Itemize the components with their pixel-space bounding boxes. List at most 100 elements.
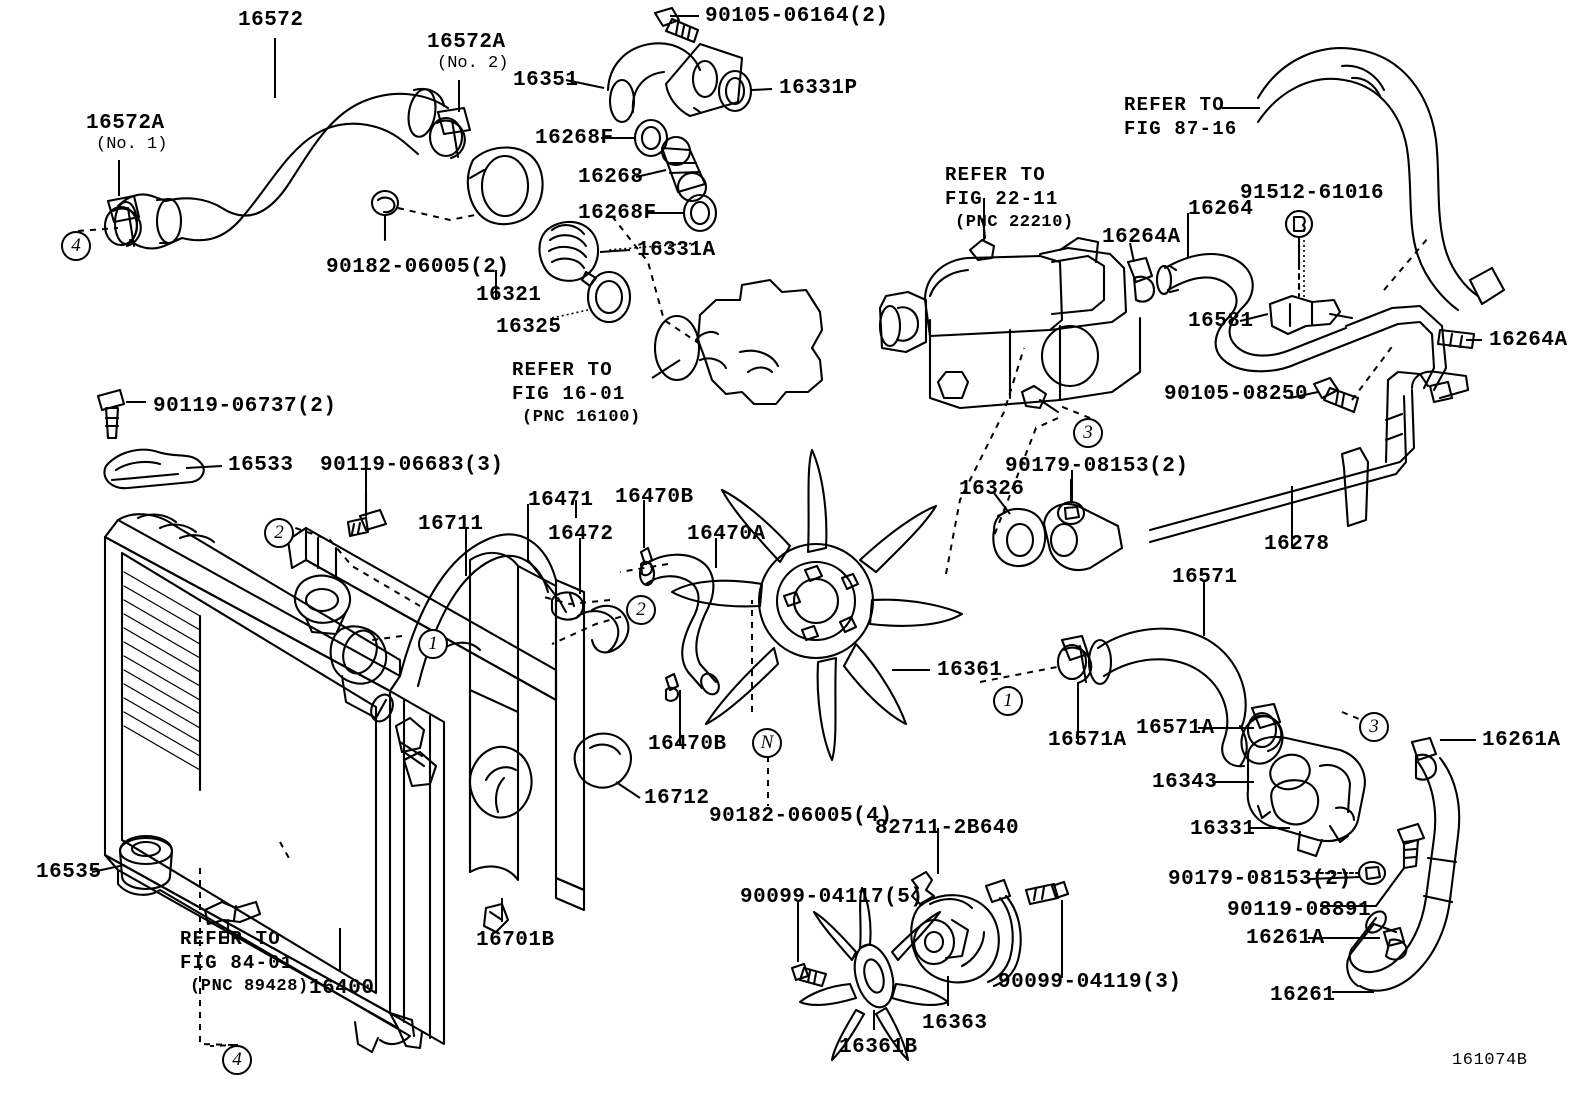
part-label-l90179_08153_b: 90179-08153(2) [1168, 868, 1352, 891]
part-label-l16701b: 16701B [476, 929, 555, 952]
part-90119-06683-bolt [346, 490, 388, 538]
part-label-l16571a_left: 16571A [1048, 729, 1127, 752]
fig-87-16-hose [1256, 47, 1506, 312]
part-label-l16361: 16361 [937, 659, 1003, 682]
part-90179-08153-nut-upper [1056, 478, 1086, 526]
callout-marker-c3_topright: 3 [1073, 418, 1103, 448]
part-label-l16470a: 16470A [687, 523, 766, 546]
part-16321-housing [466, 146, 544, 226]
callout-marker-c2_rad: 2 [264, 518, 294, 548]
part-16363-clutch [910, 878, 1022, 988]
part-16581-clamp [1268, 294, 1354, 336]
part-label-l91512_61016: 91512-61016 [1240, 182, 1385, 205]
part-16470B-clip-upper [639, 546, 654, 577]
part-16472-hose [576, 604, 630, 654]
part-16261A-clip-bottom [1382, 926, 1408, 961]
part-label-l16261a_right: 16261A [1482, 729, 1561, 752]
part-16278-pipe [1148, 370, 1470, 544]
refer-line: REFER TO [512, 359, 613, 381]
part-label-l90119_06683: 90119-06683(3) [320, 454, 504, 477]
callout-marker-c4_botleft: 4 [222, 1045, 252, 1075]
refer-pnc: (PNC 16100) [522, 407, 641, 427]
part-16325-oring [586, 270, 632, 324]
part-82711-2B640-clip [910, 870, 936, 906]
part-16343-water-outlet [1246, 736, 1366, 858]
callout-marker-c1_hose: 1 [993, 686, 1023, 716]
part-label-l16572a_no1: 16572A [86, 112, 165, 135]
part-16351-pipe [606, 42, 744, 124]
part-label-l16471: 16471 [528, 489, 594, 512]
part-16331A-cap [538, 220, 600, 288]
part-label-l16264: 16264 [1188, 198, 1254, 221]
part-16533-bracket [103, 448, 205, 490]
part-label-l16331a: 16331A [637, 239, 716, 262]
part-label-l16321: 16321 [476, 284, 542, 307]
part-label-l90182_06005_2: 90182-06005(2) [326, 256, 510, 279]
part-16711-shroud [398, 533, 586, 912]
part-90099-04119-bolt [1024, 880, 1070, 906]
part-label-l16264a_left: 16264A [1102, 226, 1181, 249]
refer-line: REFER TO [1124, 94, 1225, 116]
refer-pnc: (PNC 22210) [955, 212, 1074, 232]
part-label-l16331: 16331 [1190, 818, 1256, 841]
part-label-l16331p: 16331P [779, 77, 858, 100]
part-16470A-hose [638, 553, 720, 696]
part-label-l90099_04119: 90099-04119(3) [998, 971, 1182, 994]
part-label-l16268f_top: 16268F [535, 127, 614, 150]
part-16264A-clip-right [1436, 328, 1476, 350]
part-16261-hose [1346, 756, 1461, 992]
callout-marker-c1_rad: 1 [418, 629, 448, 659]
refer-line: FIG 84-01 [180, 951, 294, 974]
part-label-l90182_06005_4: 90182-06005(4) [709, 805, 893, 828]
part-label-l16571_right: 16571 [1172, 566, 1238, 589]
part-label-l16712: 16712 [644, 787, 710, 810]
callout-marker-c2_hose: 2 [626, 595, 656, 625]
part-label-l16572: 16572 [238, 9, 304, 32]
part-90182-06005-bolt-2 [370, 189, 400, 242]
engine-block-outline [653, 278, 824, 406]
part-16268F-oring-lower [682, 193, 718, 233]
callout-marker-cN_fan: N [752, 728, 782, 758]
callout-marker-c4_topleft: 4 [61, 231, 91, 261]
part-label-l16343: 16343 [1152, 771, 1218, 794]
part-16361-fan [670, 448, 964, 762]
refer-line: FIG 16-01 [512, 382, 626, 405]
part-16268-pipe [660, 135, 708, 203]
part-label-l16400: 16400 [309, 977, 375, 1000]
part-label-l16711: 16711 [418, 513, 484, 536]
part-16701B-clip [482, 902, 510, 934]
part-label-l16268f_bot: 16268F [578, 202, 657, 225]
part-16572A-clamp-2 [428, 106, 472, 160]
part-label-l90119_06737: 90119-06737(2) [153, 395, 337, 418]
part-label-l16533: 16533 [228, 454, 294, 477]
part-label-l16535: 16535 [36, 861, 102, 884]
part-label-l90105_06164: 90105-06164(2) [705, 5, 889, 28]
part-91512-61016-marker [1284, 209, 1314, 298]
part-90099-04117-bolt [790, 962, 828, 988]
part-label-l16268: 16268 [578, 166, 644, 189]
part-label-l16470b_bot: 16470B [648, 733, 727, 756]
part-16400-radiator [103, 513, 558, 1054]
part-label-l16571a_right: 16571A [1136, 717, 1215, 740]
part-label-l16325: 16325 [496, 316, 562, 339]
part-label-l90119_08891: 90119-08891 [1227, 899, 1372, 922]
part-label-l16572a_no2: 16572A [427, 31, 506, 54]
callout-marker-c3_lowright: 3 [1359, 712, 1389, 742]
part-label-l90179_08153_a: 90179-08153(2) [1005, 455, 1189, 478]
refer-line: REFER TO [180, 928, 281, 950]
part-label-l16351: 16351 [513, 69, 579, 92]
part-90105-06164-bolt [653, 6, 700, 44]
part-label-l16581: 16581 [1188, 310, 1254, 333]
part-16261A-clip-right [1410, 736, 1438, 781]
part-16535-cushion [118, 834, 174, 891]
part-16264-hose [1155, 252, 1454, 404]
drawing-number: 161074B [1452, 1051, 1528, 1070]
part-label-l16261: 16261 [1270, 984, 1336, 1007]
part-16572-hose [113, 87, 450, 250]
part-label-l16572a_no2_s: (No. 2) [437, 54, 509, 73]
